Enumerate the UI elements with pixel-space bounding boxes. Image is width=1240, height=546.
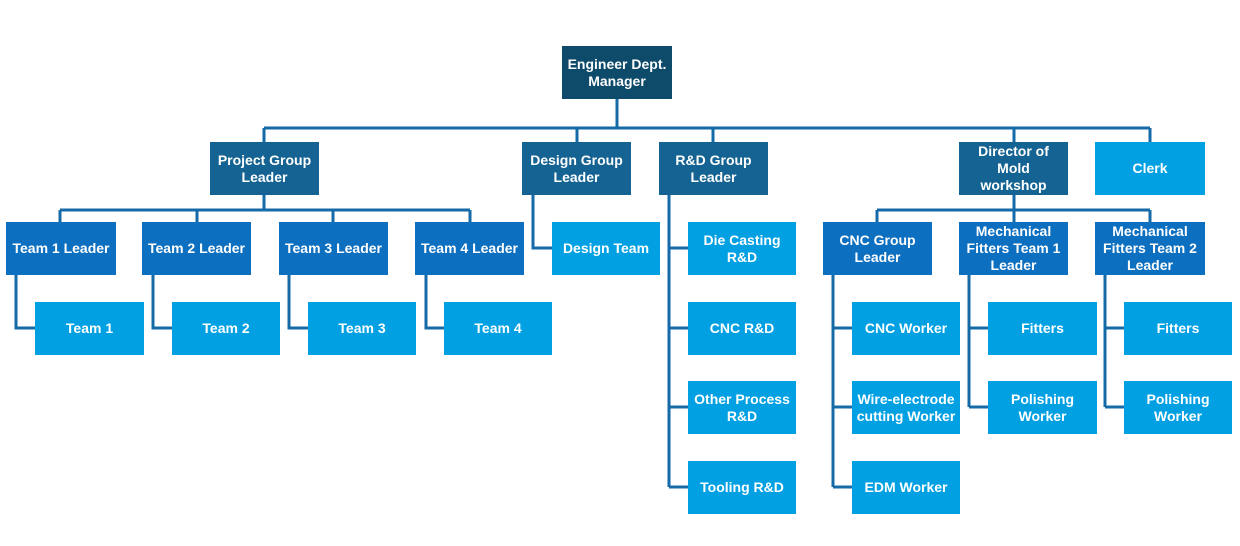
mech-fitters-team2-leader-box: Mechanical Fitters Team 2 Leader <box>1095 222 1205 275</box>
connector-team1 <box>14 275 35 330</box>
connector-team3 <box>287 275 308 330</box>
team2-leader-box: Team 2 Leader <box>142 222 251 275</box>
connector-rd-items <box>667 195 688 489</box>
cnc-rd-box: CNC R&D <box>688 302 796 355</box>
connector-manager-level2 <box>262 99 1152 142</box>
tooling-rd-box: Tooling R&D <box>688 461 796 514</box>
design-team-box: Design Team <box>552 222 660 275</box>
edm-worker-box: EDM Worker <box>852 461 960 514</box>
design-group-leader-box: Design Group Leader <box>522 142 631 195</box>
connector-project-teams <box>58 195 472 222</box>
director-mold-workshop-box: Director of Mold workshop <box>959 142 1068 195</box>
team4-box: Team 4 <box>444 302 552 355</box>
connector-cnc-workers <box>831 275 852 489</box>
team2-box: Team 2 <box>172 302 280 355</box>
project-group-leader-box: Project Group Leader <box>210 142 319 195</box>
connector-mech2-workers <box>1103 275 1124 409</box>
die-casting-rd-box: Die Casting R&D <box>688 222 796 275</box>
connector-design-team <box>531 195 552 250</box>
team3-leader-box: Team 3 Leader <box>279 222 388 275</box>
fitters-team1-box: Fitters <box>988 302 1097 355</box>
team4-leader-box: Team 4 Leader <box>415 222 524 275</box>
connector-team4 <box>424 275 444 330</box>
connector-team2 <box>151 275 172 330</box>
wire-electrode-worker-box: Wire-electrode cutting Worker <box>852 381 960 434</box>
rd-group-leader-box: R&D Group Leader <box>659 142 768 195</box>
polishing-worker-team1-box: Polishing Worker <box>988 381 1097 434</box>
cnc-group-leader-box: CNC Group Leader <box>823 222 932 275</box>
mech-fitters-team1-leader-box: Mechanical Fitters Team 1 Leader <box>959 222 1068 275</box>
team3-box: Team 3 <box>308 302 416 355</box>
engineer-dept-manager-box: Engineer Dept. Manager <box>562 46 672 99</box>
fitters-team2-box: Fitters <box>1124 302 1232 355</box>
polishing-worker-team2-box: Polishing Worker <box>1124 381 1232 434</box>
other-process-rd-box: Other Process R&D <box>688 381 796 434</box>
clerk-box: Clerk <box>1095 142 1205 195</box>
connector-director-leaders <box>875 195 1152 222</box>
team1-box: Team 1 <box>35 302 144 355</box>
connector-mech1-workers <box>967 275 988 409</box>
team1-leader-box: Team 1 Leader <box>6 222 116 275</box>
cnc-worker-box: CNC Worker <box>852 302 960 355</box>
